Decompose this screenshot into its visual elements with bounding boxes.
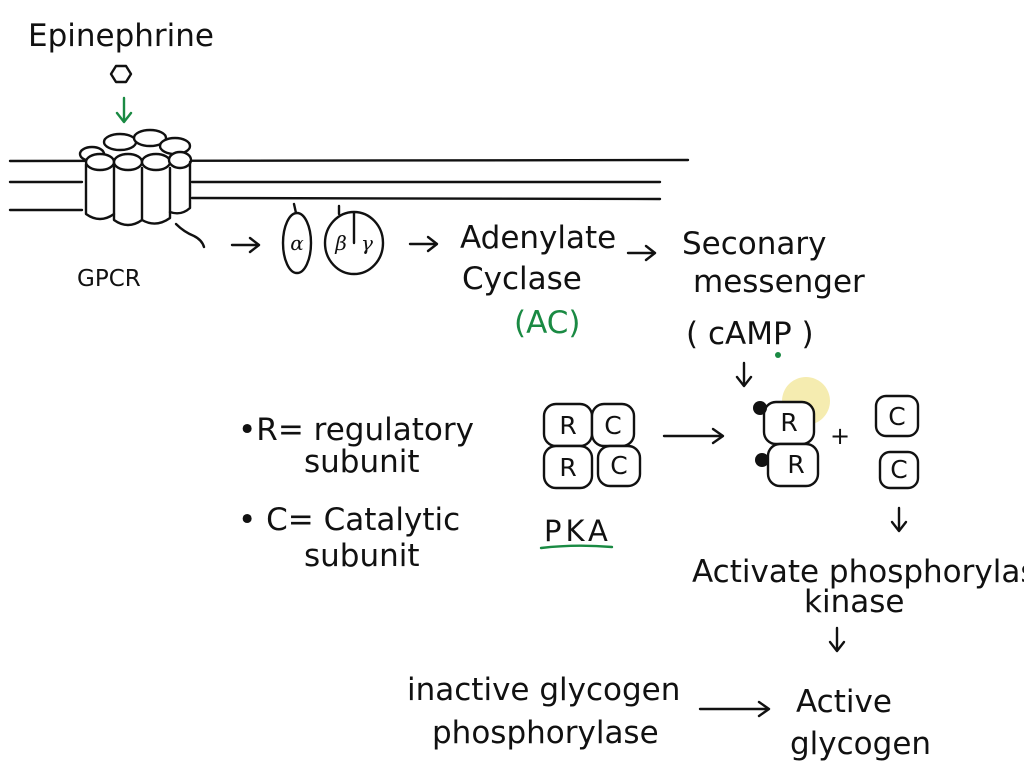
pka-subunit-c2: C: [610, 451, 627, 480]
active-glycogen-label: glycogen: [790, 726, 931, 762]
gpcr-label: GPCR: [77, 266, 141, 292]
adenylate-label: Adenylate: [460, 220, 616, 256]
cyclase-label: Cyclase: [462, 261, 582, 297]
legend-regulatory-subunit: subunit: [304, 444, 420, 480]
arrow-gpcr-to-gprotein: [230, 236, 261, 254]
g-beta-subunit: β: [334, 231, 347, 255]
pka-subunit-r2: R: [559, 453, 576, 482]
camp-dot: [775, 352, 781, 358]
secondary-label: Seconary: [682, 226, 827, 262]
legend-regulatory: •R= regulatory: [238, 412, 474, 448]
pka-subunit-c1: C: [604, 411, 621, 440]
phosphorylase-label: phosphorylase: [432, 715, 659, 751]
g-protein: [281, 202, 385, 276]
arrow-camp-down: [735, 361, 753, 388]
catalytic-subunit-2: C: [890, 455, 907, 484]
pka-tetramer: [542, 402, 642, 490]
legend-catalytic-subunit: subunit: [304, 538, 420, 574]
catalytic-subunit-1: C: [888, 402, 905, 431]
camp-label: ( cAMP ): [686, 316, 814, 352]
arrow-catalytic-down: [890, 506, 908, 533]
arrow-ac-to-camp: [626, 244, 657, 262]
epinephrine-label: Epinephrine: [28, 18, 214, 54]
regulatory-dimer: [753, 400, 820, 488]
regulatory-subunit-1: R: [780, 408, 797, 437]
plus-sign: +: [830, 422, 850, 450]
active-label: Active: [796, 684, 892, 720]
binding-arrow: [115, 96, 133, 124]
pka-underline: [539, 544, 614, 550]
inactive-glycogen-label: inactive glycogen: [407, 672, 680, 708]
ac-abbreviation: (AC): [514, 305, 581, 341]
messenger-label: messenger: [693, 264, 865, 300]
g-gamma-subunit: γ: [361, 231, 373, 255]
arrow-activation: [698, 700, 771, 718]
catalytic-subunits: [874, 394, 920, 490]
arrow-gprotein-to-ac: [408, 235, 439, 253]
kinase-label: kinase: [804, 584, 904, 620]
activate-label: Activate phosphorylase: [692, 554, 1024, 590]
epinephrine-molecule: [109, 64, 133, 84]
legend-catalytic: • C= Catalytic: [238, 502, 460, 538]
arrow-pka-activation: [662, 427, 725, 445]
g-alpha-subunit: α: [290, 231, 304, 255]
pka-label: PKA: [544, 514, 612, 548]
gpcr-receptor: [78, 128, 206, 249]
regulatory-subunit-2: R: [787, 450, 804, 479]
arrow-kinase-down: [828, 626, 846, 653]
pka-subunit-r1: R: [559, 411, 576, 440]
